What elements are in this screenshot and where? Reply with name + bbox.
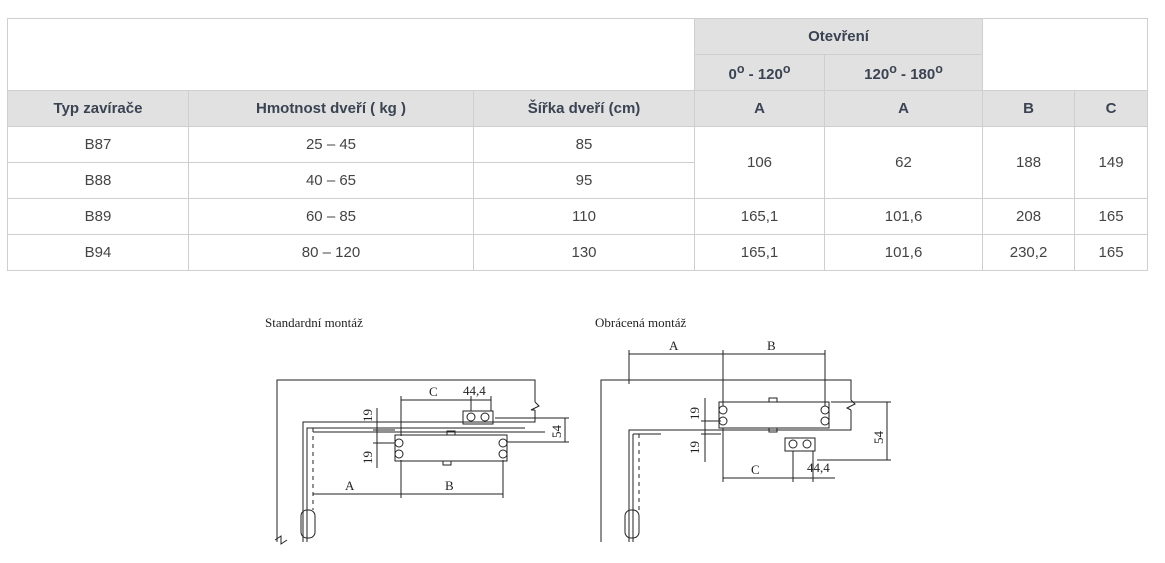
screw-icon [394,449,404,459]
cell-type: B89 [7,198,189,235]
screw-icon [480,412,490,422]
col-header-c: C [1074,90,1149,127]
cell-a2: 101,6 [824,234,984,271]
dim-label-c: C [429,384,438,399]
header-empty-cell [6,18,696,91]
table-row: B87 25 – 45 85 106 62 188 149 [7,126,1149,199]
cell-weight: 40 – 65 [188,162,474,199]
group-header-otevreni: Otevření [694,18,984,55]
dim-label-44: 44,4 [463,383,486,398]
angle-header-0-120: 0o - 120o [694,54,826,91]
dim-label-b: B [767,338,776,353]
dim-label-c: C [751,462,760,477]
closer-cap-bottom [442,460,452,466]
break-mark [530,401,540,411]
cell-c-merged: 149 [1074,126,1149,199]
frame-outline [600,379,852,542]
screw-icon [788,439,798,449]
break-mark [274,535,288,545]
table-row: B94 80 – 120 130 165,1 101,6 230,2 165 [7,234,1149,271]
closer-cap [446,430,456,436]
dim-label-a: A [345,478,355,493]
col-header-a2: A [824,90,984,127]
screw-icon [498,449,508,459]
dim-label-44: 44,4 [807,460,830,475]
col-header-b: B [982,90,1076,127]
hinge [624,509,640,539]
cell-a1-merged: 106 [694,126,826,199]
cell-type: B94 [7,234,189,271]
cell-a2-merged: 62 [824,126,984,199]
closer-cap [768,397,778,403]
header-row-angles: 0o - 120o 120o - 180o [8,54,1148,91]
dim-label-19-bottom: 19 [360,451,375,464]
col-header-weight: Hmotnost dveří ( kg ) [188,90,474,127]
screw-icon [802,439,812,449]
cell-width: 130 [472,234,696,271]
angle-header-120-180: 120o - 180o [824,54,984,91]
cell-weight: 60 – 85 [188,198,474,235]
cell-b: 208 [982,198,1076,235]
frame-edge [302,410,536,542]
cell-c: 165 [1074,198,1149,235]
col-header-type: Typ zavírače [7,90,189,127]
door-jamb [306,427,525,542]
reverse-mounting-diagram: Obrácená montáž A B 19 19 [595,315,891,542]
dim-label-a: A [669,338,679,353]
standard-mounting-diagram: Standardní montáž C 44,4 19 19 [265,315,569,545]
cell-c: 165 [1074,234,1149,271]
frame-edge [628,410,852,542]
col-header-a1: A [694,90,826,127]
cell-a2: 101,6 [824,198,984,235]
cell-b-merged: 188 [982,126,1076,199]
cell-width: 110 [472,198,696,235]
header-row-group: Otevření [6,18,1149,91]
spec-table: Otevření 0o - 120o 120o - 180o Typ zavír… [6,18,1149,271]
bracket [784,437,816,452]
screw-icon [394,438,404,448]
screw-icon [820,405,830,415]
cell-type: B88 [7,162,189,199]
dim-label-b: B [445,478,454,493]
cell-a1: 165,1 [694,198,826,235]
dim-label-19-bottom: 19 [687,441,702,454]
cell-weight: 80 – 120 [188,234,474,271]
header-empty-cell-right [982,18,1149,91]
closer-cap-bottom [768,427,778,433]
mounting-drawings: Standardní montáž C 44,4 19 19 [265,315,891,545]
cell-a1: 165,1 [694,234,826,271]
dim-label-19-top: 19 [687,407,702,420]
cell-width: 95 [472,162,696,199]
screw-icon [498,438,508,448]
col-header-width: Šířka dveří (cm) [472,90,696,127]
header-row-columns: Typ zavírače Hmotnost dveří ( kg ) Šířka… [7,90,1149,127]
standard-mounting-title: Standardní montáž [265,315,363,330]
cell-weight: 25 – 45 [188,126,474,163]
cell-b: 230,2 [982,234,1076,271]
closer-body [718,401,830,429]
cell-type: B87 [7,126,189,163]
screw-icon [820,416,830,426]
screw-icon [718,405,728,415]
hinge [300,509,316,539]
bracket [462,410,494,425]
closer-body [394,434,508,462]
dim-label-54: 54 [871,431,886,445]
frame-outline [276,379,536,542]
table-row: B89 60 – 85 110 165,1 101,6 208 165 [7,198,1149,235]
screw-icon [466,412,476,422]
dim-label-19-top: 19 [360,409,375,422]
cell-width: 85 [472,126,696,163]
dim-label-54: 54 [549,425,564,439]
reverse-mounting-title: Obrácená montáž [595,315,687,330]
